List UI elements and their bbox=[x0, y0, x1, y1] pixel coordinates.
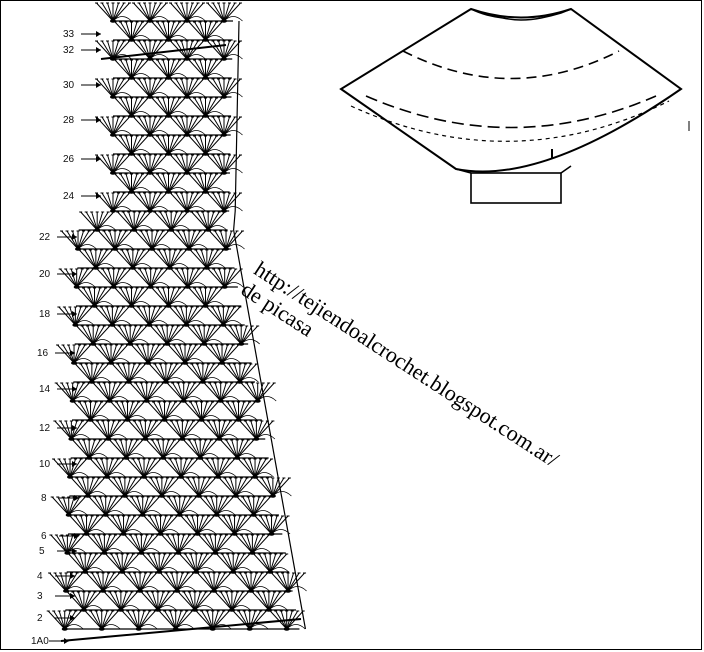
row-label-arrowhead bbox=[70, 615, 75, 621]
row-label-arrowhead bbox=[96, 31, 101, 37]
stitch-row bbox=[95, 40, 243, 61]
row-label-arrowhead bbox=[72, 461, 77, 467]
stitch-grid bbox=[46, 2, 307, 642]
row-label-arrowhead bbox=[74, 495, 79, 501]
row-label-arrowhead bbox=[96, 156, 101, 162]
stitch-row bbox=[48, 572, 307, 593]
row-label-arrowhead bbox=[96, 47, 101, 53]
row-label-arrowhead bbox=[96, 193, 101, 199]
row-label-arrowhead bbox=[74, 533, 79, 539]
stitch-row bbox=[113, 59, 232, 80]
row-label: 20 bbox=[39, 269, 51, 280]
stitch-row bbox=[54, 382, 277, 403]
yoke-dashed-line-3 bbox=[350, 100, 670, 142]
row-label: 33 bbox=[63, 29, 75, 40]
stitch-row bbox=[57, 306, 245, 327]
stitch-row bbox=[52, 458, 274, 479]
garment-schematic bbox=[339, 7, 690, 204]
row-label-arrowhead bbox=[64, 638, 69, 644]
row-label: 10 bbox=[39, 459, 51, 470]
stitch-row bbox=[113, 135, 231, 156]
row-label: 30 bbox=[63, 80, 75, 91]
stitch-row bbox=[65, 591, 297, 612]
row-label: 12 bbox=[39, 423, 51, 434]
stitch-row bbox=[74, 325, 260, 346]
row-label-arrowhead bbox=[72, 548, 77, 554]
stitch-row bbox=[46, 610, 306, 631]
stitch-row bbox=[95, 192, 243, 213]
row-label: 2 bbox=[37, 613, 43, 624]
stitch-row bbox=[58, 268, 244, 289]
row-label: 3 bbox=[37, 591, 43, 602]
row-label: 22 bbox=[39, 232, 51, 243]
row-label-arrowhead bbox=[72, 234, 77, 240]
stitch-row bbox=[95, 78, 243, 99]
row-label-arrowhead bbox=[96, 117, 101, 123]
stitch-row bbox=[69, 477, 292, 498]
row-label-arrowhead bbox=[70, 350, 75, 356]
row-label-arrowhead bbox=[72, 271, 77, 277]
chart-right-edge bbox=[233, 20, 307, 630]
stitch-row bbox=[95, 116, 243, 137]
stitch-row bbox=[113, 21, 233, 42]
stitch-row bbox=[95, 2, 243, 23]
row-label: 18 bbox=[39, 309, 51, 320]
stitch-row bbox=[73, 363, 259, 384]
stitch-row bbox=[72, 401, 262, 422]
stitch-row bbox=[78, 211, 228, 232]
waistband-side-connectors bbox=[455, 165, 572, 174]
stitch-row bbox=[68, 515, 291, 536]
row-label: 26 bbox=[63, 154, 75, 165]
stitch-row bbox=[66, 553, 290, 574]
row-label: 14 bbox=[39, 384, 51, 395]
row-label-arrowhead bbox=[72, 311, 77, 317]
row-label: 28 bbox=[63, 115, 75, 126]
row-label-arrowhead bbox=[72, 425, 77, 431]
chart-base-line bbox=[60, 618, 302, 642]
row-label: 5 bbox=[39, 546, 45, 557]
yoke-outline-top-ripple bbox=[470, 8, 572, 21]
stitch-row bbox=[53, 420, 276, 441]
stitch-row bbox=[56, 344, 252, 365]
chart-top-line bbox=[100, 44, 227, 60]
yoke-dashed-line-2 bbox=[365, 95, 657, 129]
row-label: 6 bbox=[41, 531, 47, 542]
row-labels: 1A0 2 3 4 5 6 8 10 12 14 16 18 20 22 24 26 28 30 32 33 bbox=[31, 29, 101, 647]
stitch-row bbox=[49, 534, 286, 555]
stitch-row bbox=[95, 154, 243, 175]
stitch-row bbox=[77, 249, 235, 270]
row-label: 4 bbox=[37, 571, 43, 582]
row-label: 24 bbox=[63, 191, 75, 202]
stitch-row bbox=[70, 439, 269, 460]
row-label: 8 bbox=[41, 493, 47, 504]
waistband-outline bbox=[470, 172, 562, 204]
stitch-row bbox=[60, 230, 245, 251]
yoke-outline bbox=[339, 7, 683, 173]
row-label-arrowhead bbox=[72, 386, 77, 392]
row-label: 16 bbox=[37, 348, 49, 359]
row-label-arrowhead bbox=[70, 573, 75, 579]
stitch-row bbox=[113, 97, 232, 118]
row-label: 1A0 bbox=[31, 636, 49, 647]
stitch-row bbox=[113, 173, 230, 194]
row-label-arrowhead bbox=[96, 82, 101, 88]
stitch-row bbox=[76, 287, 242, 308]
yoke-dashed-line-1 bbox=[402, 50, 620, 80]
stitch-row bbox=[50, 496, 279, 517]
row-label-arrowhead bbox=[70, 593, 75, 599]
row-label: 32 bbox=[63, 45, 75, 56]
